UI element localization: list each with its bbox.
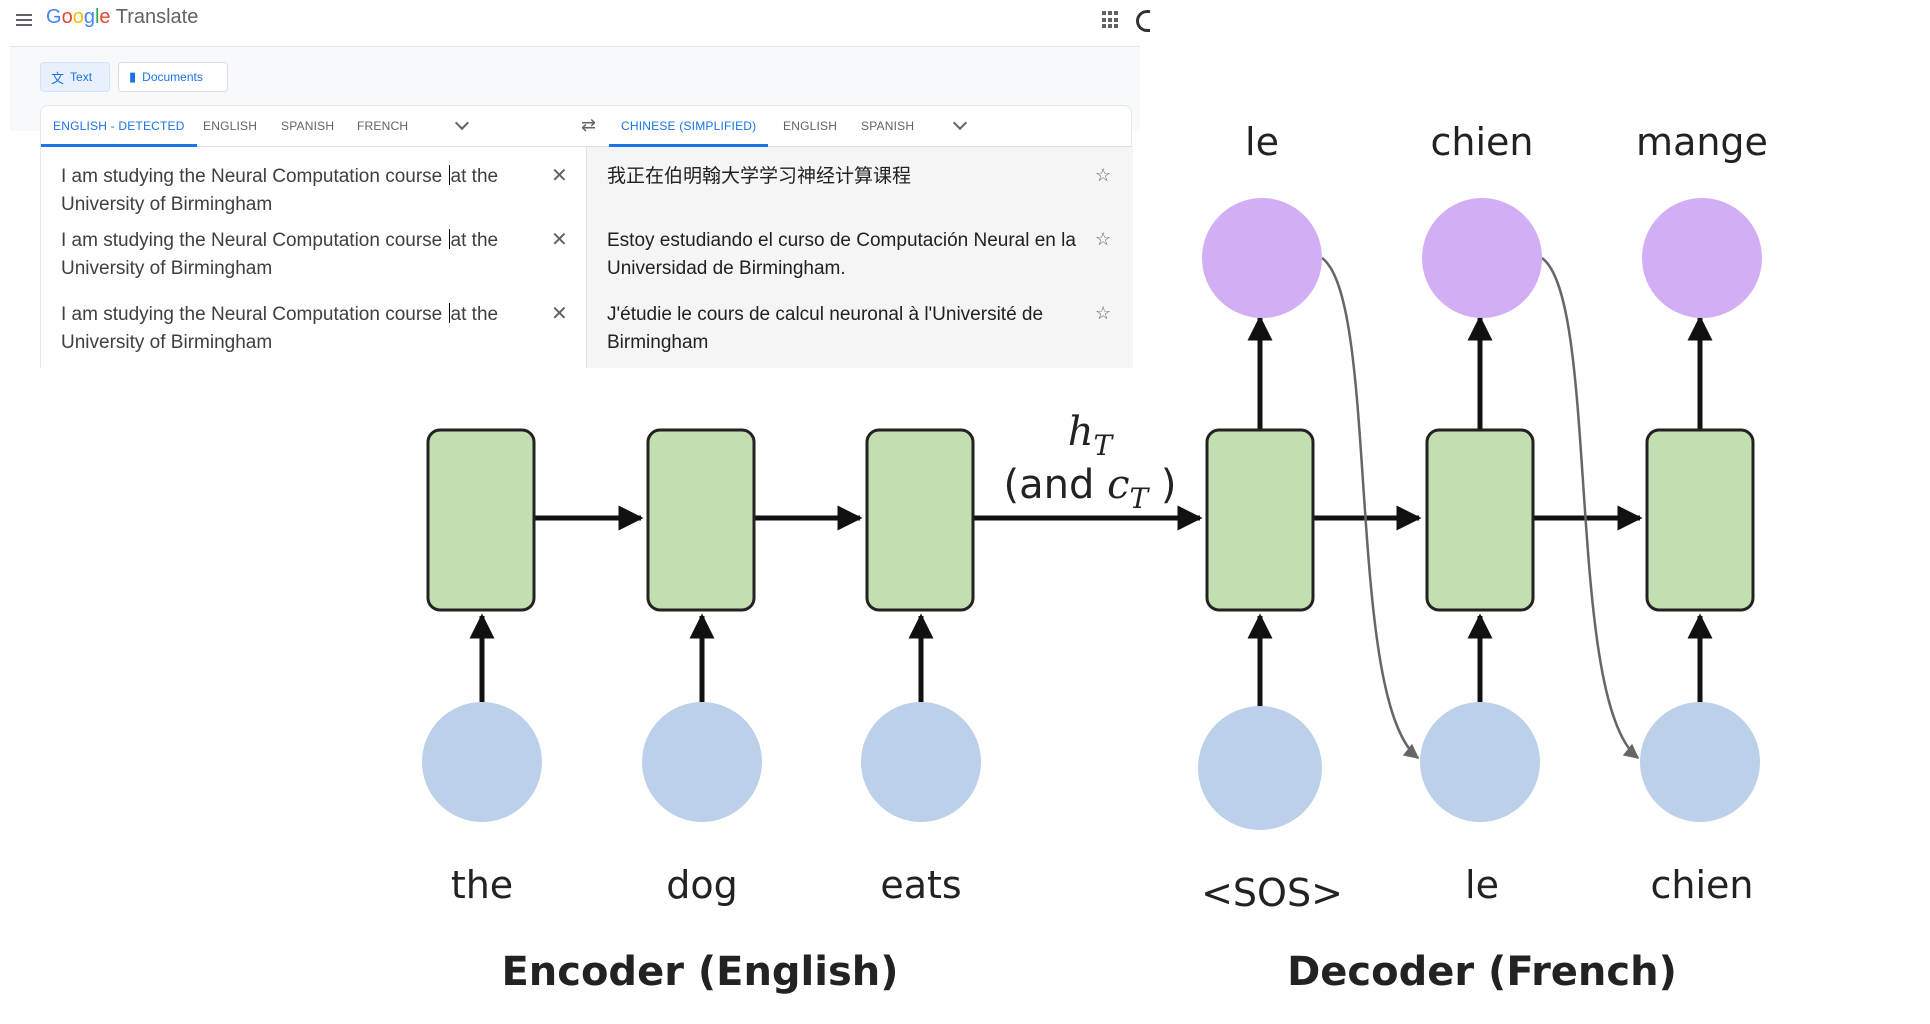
context-close: ) [1148, 462, 1176, 508]
decoder-input-node-3 [1640, 702, 1760, 822]
tab-target-english[interactable]: ENGLISH [783, 119, 838, 133]
encoder-input-node-3 [861, 702, 981, 822]
context-c: c [1107, 462, 1129, 508]
decoder-input-node-2 [1420, 702, 1540, 822]
decoder-output-label-3: mange [1636, 120, 1768, 164]
text-caret [448, 165, 450, 185]
decoder-cell-3 [1645, 428, 1755, 612]
translation-row-3: J'étudie le cours de calcul neuronal à l… [607, 304, 1044, 353]
swap-languages-icon[interactable]: ⇄ [581, 115, 597, 135]
encoder-input-label-1: the [451, 863, 513, 907]
source-text-before-caret: I am studying the Neural Computation cou… [61, 166, 443, 187]
tab-target-spanish[interactable]: SPANISH [861, 119, 915, 133]
logo-letter: o [61, 6, 73, 28]
decoder-output-node-3 [1642, 198, 1762, 318]
save-translation-star-icon[interactable]: ☆ [1095, 165, 1112, 185]
logo-letter: l [94, 6, 100, 28]
tab-source-spanish[interactable]: SPANISH [281, 119, 335, 133]
mode-documents-button[interactable]: ▮ Documents [118, 62, 228, 92]
text-caret [448, 229, 450, 249]
encoder-input-node-1 [422, 702, 542, 822]
source-text-after-caret: at the University of Birmingham [61, 166, 499, 215]
output-arrows [1247, 315, 1713, 430]
tab-target-chinese-simplified[interactable]: CHINESE (SIMPLIFIED) [609, 106, 769, 147]
source-text-before-caret: I am studying the Neural Computation cou… [61, 304, 443, 325]
translation-row-1: 我正在伯明翰大学学习神经计算课程 [607, 166, 912, 187]
encoder-input-node-2 [642, 702, 762, 822]
feedback-arrows [1321, 256, 1640, 759]
tab-source-english[interactable]: ENGLISH [203, 119, 258, 133]
clear-source-close-icon[interactable]: ✕ [551, 229, 568, 251]
context-c-sub: T [1129, 482, 1150, 515]
encoder-cell-2 [646, 428, 756, 612]
translation-row-2: Estoy estudiando el curso de Computación… [607, 230, 1076, 279]
feedback-arrow-1 [1321, 256, 1420, 759]
logo-letter: G [46, 6, 62, 28]
document-icon: ▮ [129, 69, 137, 84]
mode-text-button[interactable]: 文 Text [40, 62, 110, 92]
clear-source-close-icon[interactable]: ✕ [551, 303, 568, 325]
source-text-after-caret: at the University of Birmingham [61, 230, 499, 279]
text-caret [448, 303, 450, 323]
tab-source-french[interactable]: FRENCH [357, 119, 409, 133]
context-h: h [1068, 409, 1094, 455]
app-name-suffix: Translate [115, 6, 199, 28]
encoder-cells [426, 428, 975, 612]
decoder-cell-1 [1205, 428, 1315, 612]
decoder-cell-2 [1425, 428, 1535, 612]
target-more-chevron-down-icon[interactable] [952, 115, 968, 131]
encoder-cell-1 [426, 428, 536, 612]
save-translation-star-icon[interactable]: ☆ [1095, 303, 1112, 323]
tab-source-english-detected[interactable]: ENGLISH - DETECTED [41, 106, 197, 147]
source-text-area[interactable]: I am studying the Neural Computation cou… [40, 147, 587, 368]
logo-letter: e [99, 6, 111, 28]
encoder-input-label-2: dog [666, 863, 738, 907]
language-bar: ENGLISH - DETECTED ENGLISH SPANISH FRENC… [40, 105, 1132, 147]
svg-text:hT: hT [1068, 409, 1115, 462]
mode-text-label: Text [70, 70, 93, 84]
target-text-area: 我正在伯明翰大学学习神经计算课程 ☆ Estoy estudiando el c… [586, 147, 1133, 368]
source-text-before-caret: I am studying the Neural Computation cou… [61, 230, 443, 251]
decoder-input-label-2: le [1465, 863, 1499, 907]
decoder-input-node-1 [1198, 706, 1322, 830]
apps-grid-icon[interactable] [1102, 11, 1120, 29]
source-text-row-2[interactable]: I am studying the Neural Computation cou… [61, 227, 541, 283]
logo-letter: g [83, 6, 95, 28]
input-nodes [422, 702, 1760, 830]
mode-documents-label: Documents [142, 70, 203, 84]
logo-letter: o [72, 6, 84, 28]
hamburger-menu-icon[interactable] [14, 11, 34, 31]
decoder-output-node-2 [1422, 198, 1542, 318]
clear-source-close-icon[interactable]: ✕ [551, 165, 568, 187]
source-text-row-1[interactable]: I am studying the Neural Computation cou… [61, 163, 541, 219]
decoder-input-label-1: <SOS> [1201, 871, 1343, 915]
context-h-sub: T [1094, 429, 1115, 462]
feedback-arrow-2 [1541, 256, 1640, 759]
source-more-chevron-down-icon[interactable] [454, 115, 470, 131]
encoder-caption: Encoder (English) [501, 949, 898, 995]
decoder-cells [1205, 428, 1755, 612]
input-arrows [469, 613, 1713, 708]
app-logo[interactable]: Google Translate [46, 6, 198, 29]
context-and: (and [1004, 462, 1108, 508]
context-vector-label: hT (and cT ) [1004, 409, 1177, 515]
source-text-row-3[interactable]: I am studying the Neural Computation cou… [61, 301, 541, 357]
decoder-output-node-1 [1202, 198, 1322, 318]
source-text-after-caret: at the University of Birmingham [61, 304, 499, 353]
decoder-output-label-1: le [1245, 120, 1279, 164]
translate-icon: 文 [51, 70, 65, 86]
app-bar: Google Translate [10, 0, 1150, 47]
decoder-caption: Decoder (French) [1287, 949, 1677, 995]
output-nodes [1202, 198, 1762, 318]
translate-panel: Google Translate 文 Text ▮ Documents ENGL… [0, 0, 1150, 368]
decoder-output-label-2: chien [1431, 120, 1534, 164]
encoder-cell-3 [865, 428, 975, 612]
decoder-input-label-3: chien [1651, 863, 1754, 907]
svg-text:(and cT ): (and cT ) [1004, 462, 1177, 515]
save-translation-star-icon[interactable]: ☆ [1095, 229, 1112, 249]
encoder-input-label-3: eats [880, 863, 961, 907]
avatar[interactable] [1136, 10, 1150, 32]
